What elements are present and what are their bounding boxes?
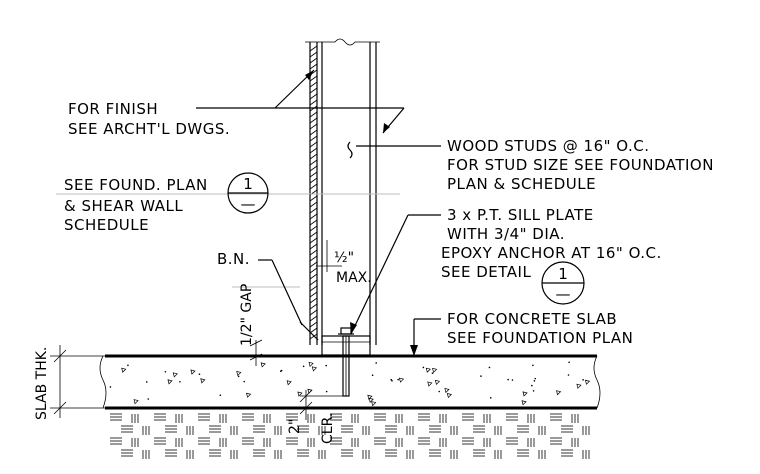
note-studs-line-3: PLAN & SCHEDULE xyxy=(447,175,596,193)
note-found-plan-line-1: SEE FOUND. PLAN xyxy=(64,176,208,194)
note-found-plan-line-3: SCHEDULE xyxy=(64,216,149,234)
dim-slab-thk: SLAB THK. xyxy=(34,347,50,420)
sheathing-hatch xyxy=(309,45,318,340)
note-studs-line-1: WOOD STUDS @ 16" O.C. xyxy=(447,137,650,155)
bubble-right-number: 1 xyxy=(558,265,568,283)
concrete-slab xyxy=(99,354,601,459)
anchor-bolt xyxy=(338,327,354,397)
dim-clr: CLR. xyxy=(320,413,336,444)
concrete-aggregate xyxy=(109,361,591,407)
note-sill-line-4: SEE DETAIL xyxy=(441,263,531,281)
detail-bubble-right[interactable]: 1 — xyxy=(541,261,585,305)
note-studs-line-2: FOR STUD SIZE SEE FOUNDATION xyxy=(447,156,714,174)
dim-gap: 1/2" GAP xyxy=(239,284,255,346)
dim-half-inch: ½" xyxy=(334,250,354,266)
bubble-left-sheet: — xyxy=(241,195,256,213)
dim-two-inch: 2" xyxy=(287,419,303,434)
note-sill-line-1: 3 x P.T. SILL PLATE xyxy=(447,206,594,224)
bubble-left-number: 1 xyxy=(243,175,253,193)
note-found-plan: SEE FOUND. PLAN & SHEAR WALL SCHEDULE xyxy=(64,176,208,234)
note-slab: FOR CONCRETE SLAB SEE FOUNDATION PLAN xyxy=(447,310,633,347)
note-sill-line-2: WITH 3/4" DIA. xyxy=(447,225,565,243)
note-slab-line-2: SEE FOUNDATION PLAN xyxy=(447,329,633,347)
note-found-plan-line-2: & SHEAR WALL xyxy=(64,197,183,215)
note-sill-line-3: EPOXY ANCHOR AT 16" O.C. xyxy=(441,244,662,262)
wall-assembly xyxy=(299,38,380,397)
bubble-right-sheet: — xyxy=(556,285,571,303)
detail-bubble-left[interactable]: 1 — xyxy=(227,172,269,214)
leader-lines xyxy=(50,69,441,420)
note-finish: FOR FINISH SEE ARCHT'L DWGS. xyxy=(68,100,230,138)
note-finish-line-2: SEE ARCHT'L DWGS. xyxy=(68,120,230,138)
note-studs: WOOD STUDS @ 16" O.C. FOR STUD SIZE SEE … xyxy=(447,137,714,193)
note-slab-line-1: FOR CONCRETE SLAB xyxy=(447,310,617,328)
dim-half-max: MAX. xyxy=(336,270,372,286)
note-finish-line-1: FOR FINISH xyxy=(68,100,158,118)
dim-bn: B.N. xyxy=(217,250,250,268)
gravel-base-hatch xyxy=(110,413,590,459)
note-sill: 3 x P.T. SILL PLATE WITH 3/4" DIA. EPOXY… xyxy=(441,206,662,281)
